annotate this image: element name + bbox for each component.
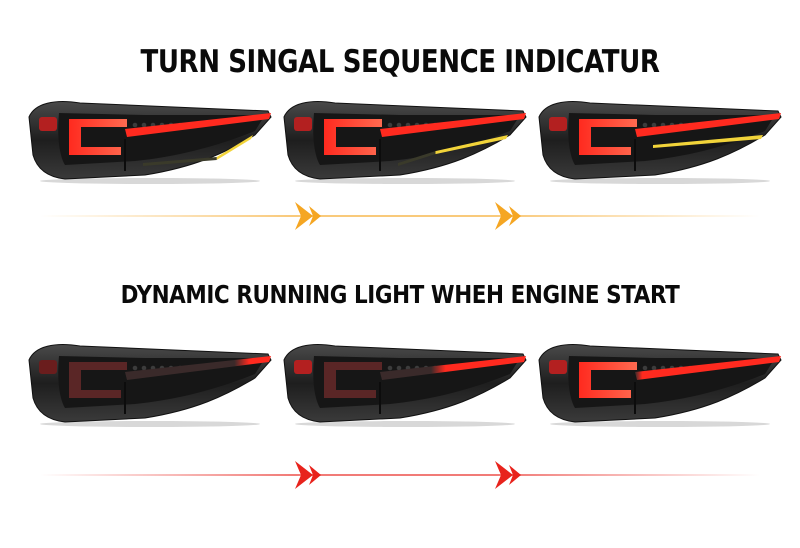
l-shaped-led xyxy=(579,119,637,155)
amber-strip-unlit xyxy=(143,157,217,166)
chevron-right-icon xyxy=(295,461,313,489)
sequence-line xyxy=(40,215,760,217)
l-shaped-led xyxy=(324,362,382,398)
l-shaped-led xyxy=(579,362,637,398)
lamp-shadow xyxy=(40,421,260,427)
lamp-shadow xyxy=(295,178,515,184)
red-light-bar xyxy=(635,356,781,380)
tail-light-turn-frame-3 xyxy=(535,95,785,185)
turn-sequence-arrows xyxy=(40,196,760,236)
turn-signal-heading: TURN SINGAL SEQUENCE INDICATUR xyxy=(140,44,660,80)
chevron-right-icon xyxy=(295,202,313,230)
chevron-right-icon xyxy=(309,465,321,485)
amber-strip-unlit xyxy=(398,151,436,166)
led-dot xyxy=(141,365,147,371)
lamp-reflector xyxy=(39,360,57,374)
lamp-reflector xyxy=(39,117,57,131)
red-light-bar xyxy=(635,113,781,137)
chevron-right-icon xyxy=(495,202,513,230)
chevron-right-icon xyxy=(309,206,321,226)
led-dot xyxy=(387,122,393,128)
led-dot xyxy=(132,365,138,371)
led-dot xyxy=(396,365,402,371)
tail-light-turn-frame-1 xyxy=(25,95,275,185)
tail-light-turn-frame-2 xyxy=(280,95,530,185)
chevron-right-icon xyxy=(495,461,513,489)
lamp-shadow xyxy=(550,178,770,184)
running-sequence-arrows xyxy=(40,455,760,495)
led-dot xyxy=(642,365,648,371)
red-light-bar xyxy=(380,113,526,137)
amber-turn-strip xyxy=(435,135,508,155)
amber-turn-strip xyxy=(216,135,253,161)
led-dot xyxy=(396,122,402,128)
amber-turn-strip xyxy=(653,135,763,148)
tail-light-running-frame-1 xyxy=(25,338,275,428)
lamp-shadow xyxy=(295,421,515,427)
running-light-heading: DYNAMIC RUNNING LIGHT WHEH ENGINE START xyxy=(120,280,680,309)
lamp-reflector xyxy=(549,117,567,131)
led-dot xyxy=(387,365,393,371)
lamp-shadow xyxy=(40,178,260,184)
red-light-bar xyxy=(125,113,271,137)
tail-light-running-frame-3 xyxy=(535,338,785,428)
led-dot xyxy=(132,122,138,128)
led-dot xyxy=(651,365,657,371)
tail-light-running-frame-2 xyxy=(280,338,530,428)
led-dot xyxy=(141,122,147,128)
lamp-shadow xyxy=(550,421,770,427)
l-shaped-led xyxy=(69,362,127,398)
lamp-reflector xyxy=(294,360,312,374)
chevron-right-icon xyxy=(509,206,521,226)
l-shaped-led xyxy=(324,119,382,155)
red-light-bar xyxy=(380,356,526,380)
led-dot xyxy=(651,122,657,128)
l-shaped-led xyxy=(69,119,127,155)
led-dot xyxy=(642,122,648,128)
red-light-bar xyxy=(125,356,271,380)
chevron-right-icon xyxy=(509,465,521,485)
lamp-reflector xyxy=(549,360,567,374)
lamp-reflector xyxy=(294,117,312,131)
sequence-line xyxy=(40,474,760,476)
